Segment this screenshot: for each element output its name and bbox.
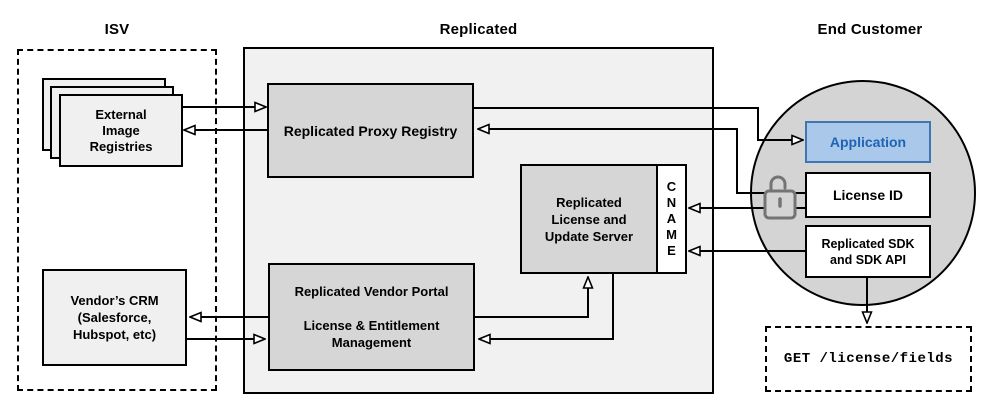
get-license-fields-node: GET /license/fields bbox=[765, 326, 972, 392]
cname-node: C N A M E bbox=[656, 164, 687, 274]
isv-section-label: ISV bbox=[104, 21, 130, 38]
external-image-registries-node: External Image Registries bbox=[59, 94, 183, 167]
replicated-sdk-node: Replicated SDK and SDK API bbox=[805, 225, 931, 278]
license-id-node: License ID bbox=[805, 172, 931, 218]
replicated-proxy-registry-node: Replicated Proxy Registry bbox=[267, 83, 474, 178]
replicated-license-update-server-node: Replicated License and Update Server bbox=[520, 164, 658, 274]
end-customer-section-label: End Customer bbox=[817, 21, 923, 38]
isv-dashed-region bbox=[17, 49, 217, 391]
replicated-section-label: Replicated bbox=[439, 21, 518, 38]
vendors-crm-node: Vendor’s CRM (Salesforce, Hubspot, etc) bbox=[42, 269, 187, 366]
application-node: Application bbox=[805, 121, 931, 163]
replicated-vendor-portal-node: Replicated Vendor Portal License & Entit… bbox=[268, 263, 475, 371]
